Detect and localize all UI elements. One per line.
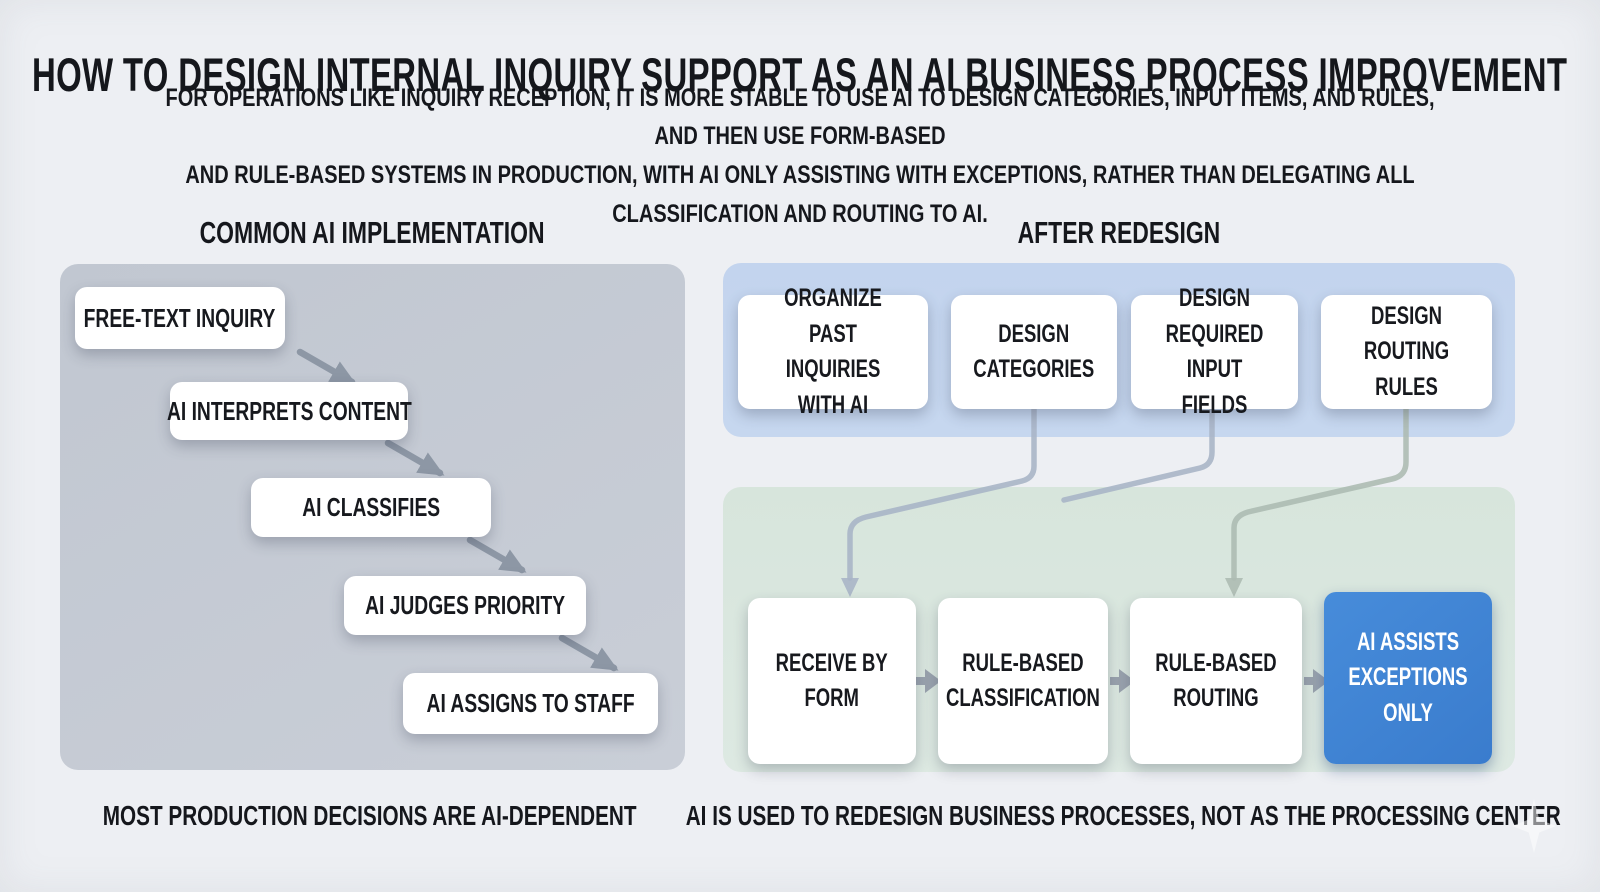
page-title: HOW TO DESIGN INTERNAL INQUIRY SUPPORT A… — [0, 44, 1600, 104]
caption-after-redesign: AI IS USED TO REDESIGN BUSINESS PROCESSE… — [685, 800, 1561, 831]
production-box-rule-based-classification: RULE-BASED CLASSIFICATION — [938, 598, 1108, 764]
step-box-ai-classifies: AI CLASSIFIES — [251, 478, 491, 537]
design-box-organize-past-inquiries: ORGANIZE PAST INQUIRIES WITH AI — [738, 284, 928, 419]
step-label: FREE-TEXT INQUIRY — [84, 302, 276, 333]
production-label: RULE-BASED CLASSIFICATION — [946, 648, 1100, 713]
production-label: AI ASSISTS EXCEPTIONS ONLY — [1348, 627, 1468, 727]
production-box-receive-by-form: RECEIVE BY FORM — [748, 598, 916, 764]
design-box-design-categories: DESIGN CATEGORIES — [951, 295, 1117, 409]
step-label: AI CLASSIFIES — [302, 492, 440, 522]
page-title-text: HOW TO DESIGN INTERNAL INQUIRY SUPPORT A… — [32, 47, 1568, 101]
page-subtitle-text: FOR OPERATIONS LIKE INQUIRY RECEPTION, I… — [165, 83, 1435, 228]
production-box-ai-assists-exceptions-only: AI ASSISTS EXCEPTIONS ONLY — [1324, 592, 1492, 764]
step-label: AI ASSIGNS TO STAFF — [426, 688, 635, 718]
production-label: RULE-BASED ROUTING — [1155, 648, 1277, 713]
section-heading-common-ai: COMMON AI IMPLEMENTATION — [199, 215, 545, 250]
step-box-ai-assigns-to-staff: AI ASSIGNS TO STAFF — [403, 673, 658, 734]
production-box-rule-based-routing: RULE-BASED ROUTING — [1130, 598, 1302, 764]
production-label: RECEIVE BY FORM — [775, 648, 889, 713]
design-box-design-routing-rules: DESIGN ROUTING RULES — [1321, 295, 1492, 409]
step-box-ai-judges-priority: AI JUDGES PRIORITY — [344, 576, 586, 635]
step-box-free-text-inquiry: FREE-TEXT INQUIRY — [75, 287, 285, 349]
step-label: AI JUDGES PRIORITY — [365, 590, 565, 620]
design-label: DESIGN CATEGORIES — [973, 319, 1095, 384]
caption-common-ai: MOST PRODUCTION DECISIONS ARE AI-DEPENDE… — [103, 800, 637, 831]
design-label: ORGANIZE PAST INQUIRIES WITH AI — [784, 284, 882, 419]
page-subtitle: FOR OPERATIONS LIKE INQUIRY RECEPTION, I… — [0, 84, 1600, 228]
step-label: AI INTERPRETS CONTENT — [166, 395, 412, 426]
design-label: DESIGN REQUIRED INPUT FIELDS — [1165, 284, 1264, 419]
design-label: DESIGN ROUTING RULES — [1363, 301, 1450, 401]
design-box-design-required-input-fields: DESIGN REQUIRED INPUT FIELDS — [1131, 284, 1298, 419]
step-box-ai-interprets-content: AI INTERPRETS CONTENT — [167, 382, 411, 440]
section-heading-after-redesign: AFTER REDESIGN — [1017, 215, 1221, 250]
